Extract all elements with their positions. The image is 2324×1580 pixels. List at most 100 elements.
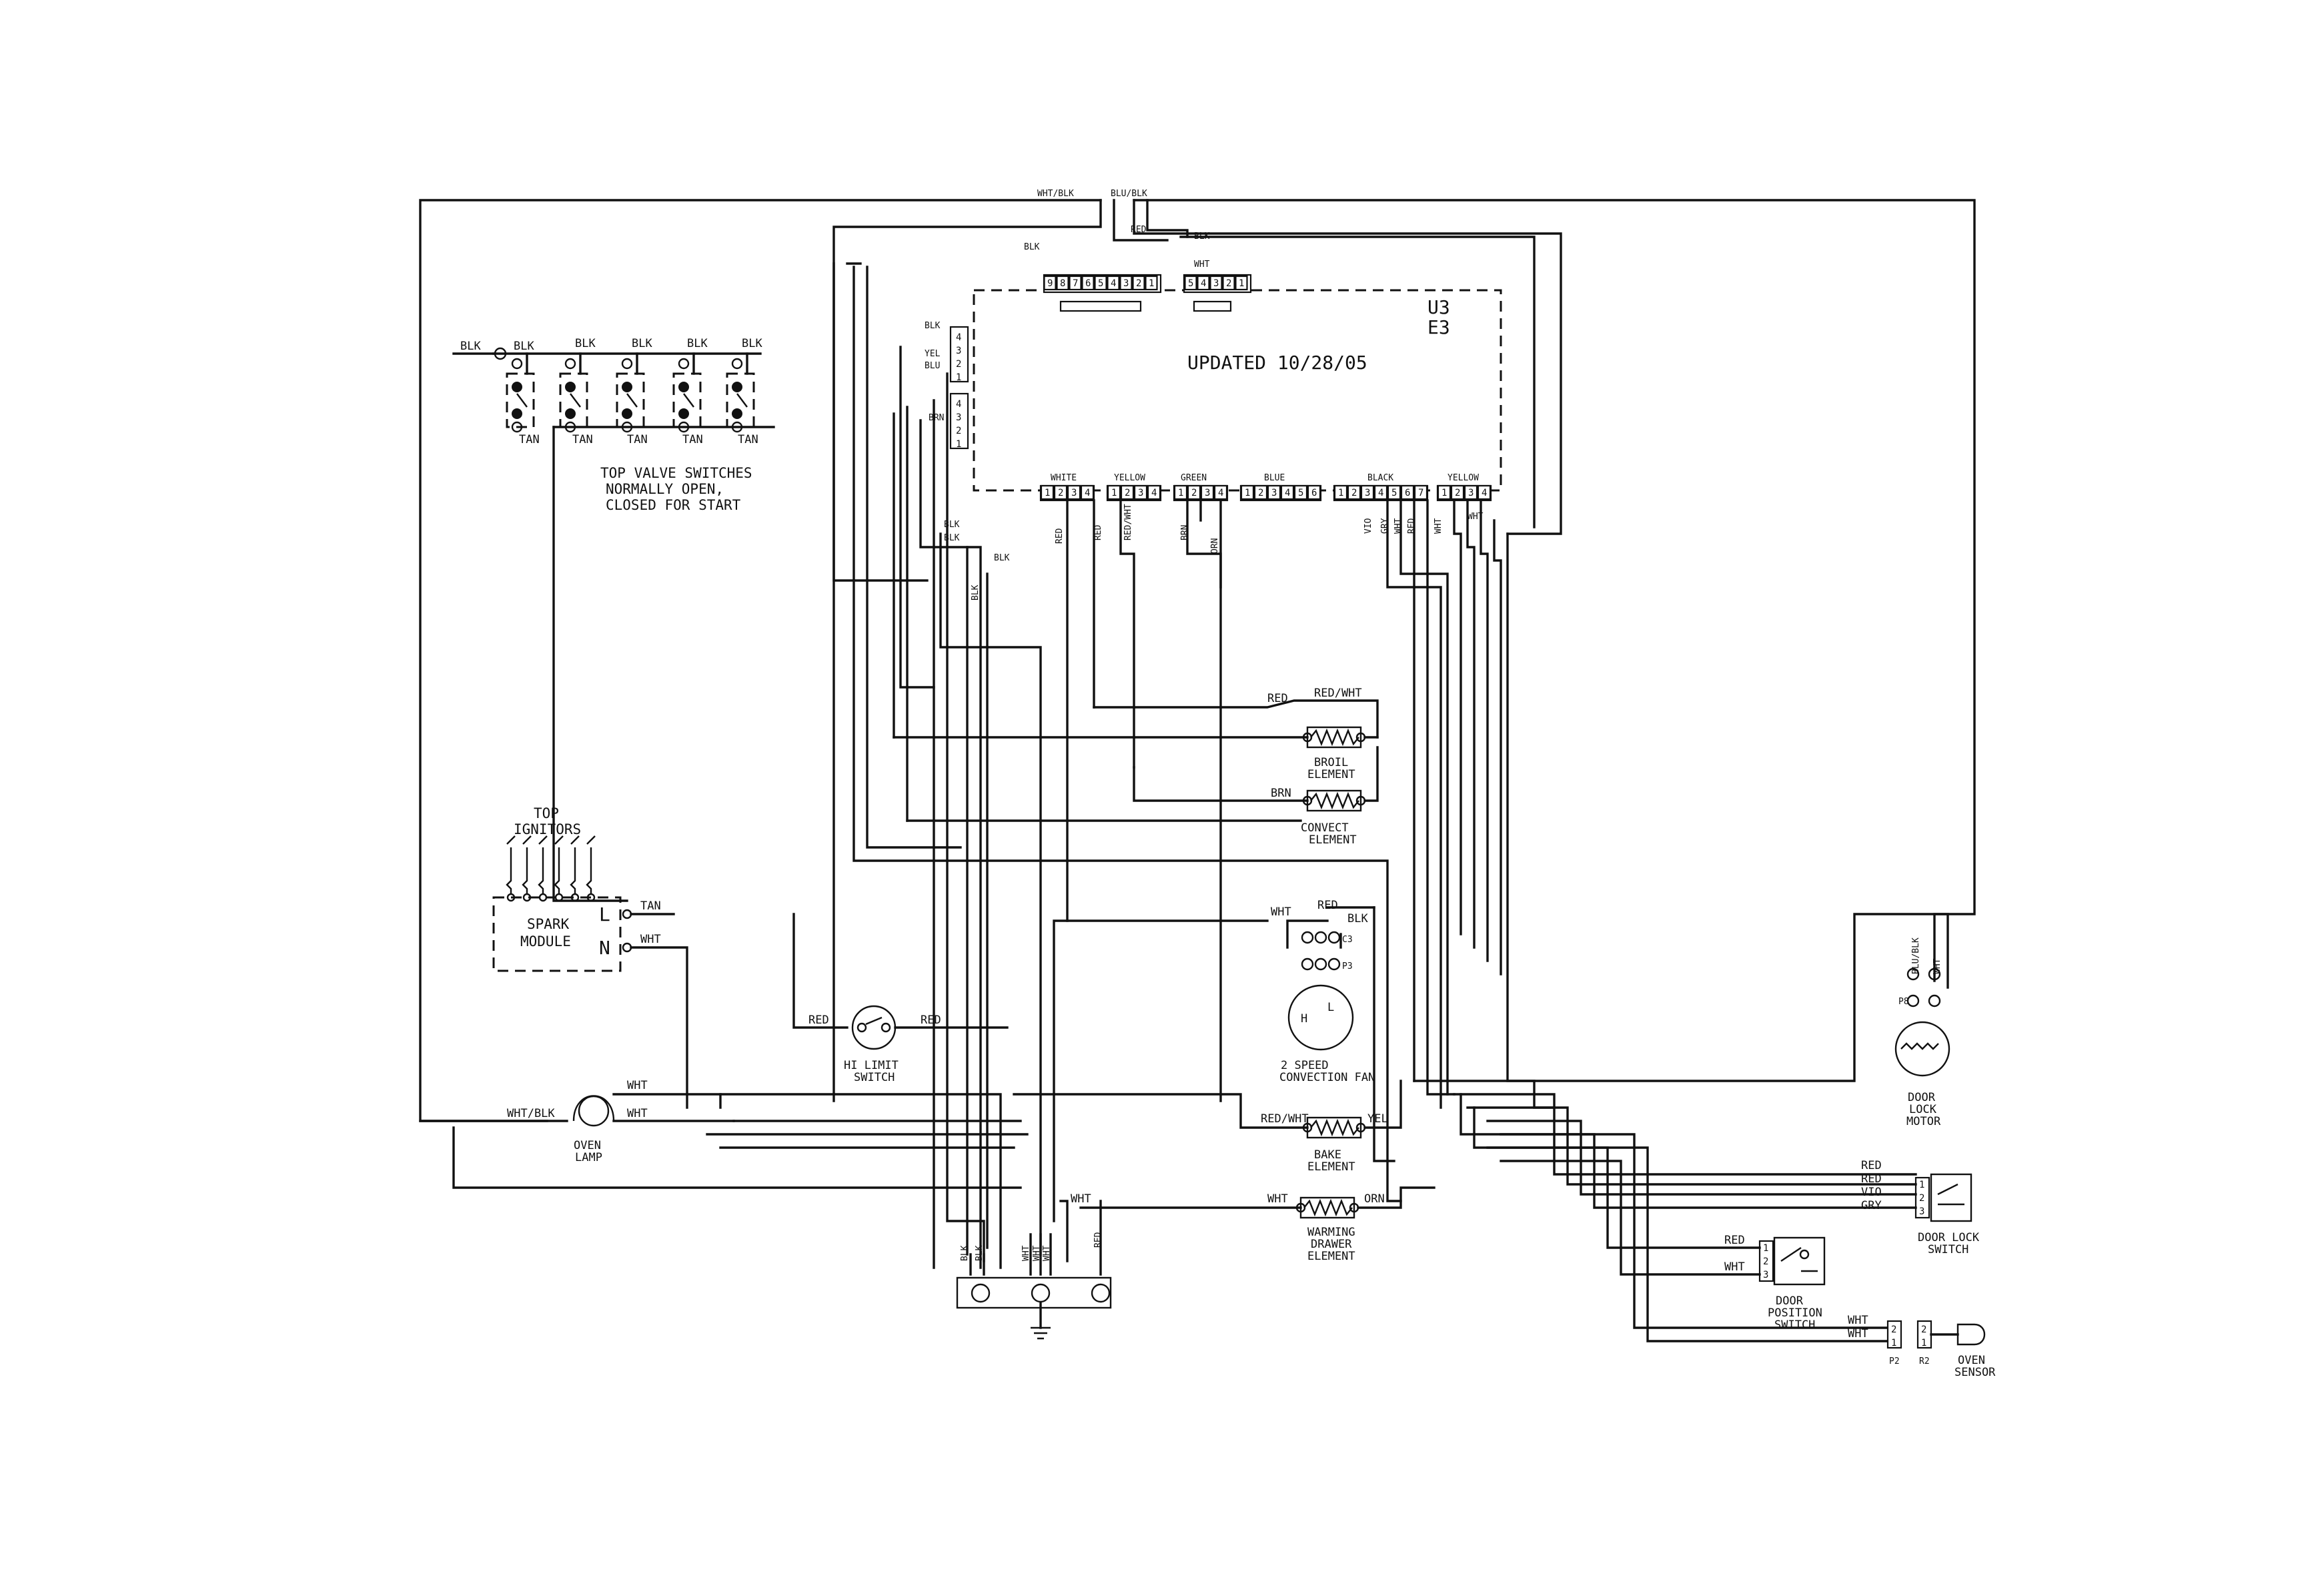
connector-black-name: BLACK — [1367, 473, 1393, 483]
top-right-pin: 4 — [1201, 278, 1206, 289]
hi-limit-red-l: RED — [808, 1014, 829, 1027]
valve-caption-2: NORMALLY OPEN, — [606, 481, 724, 497]
top-left-pin-box — [1081, 275, 1095, 291]
board-model-u3: U3 — [1427, 296, 1450, 318]
tb-wht-3: WHT — [1042, 1245, 1052, 1261]
lamp-wht-blk: WHT/BLK — [507, 1107, 555, 1120]
black-pin-box — [1360, 484, 1375, 500]
green-pin: 4 — [1218, 488, 1223, 498]
top-right-pin-box — [1184, 275, 1197, 291]
sensor-label-2: SENSOR — [1954, 1366, 1996, 1379]
position-red-label: RED — [1724, 1234, 1745, 1247]
valve-blk-label-5: BLK — [687, 337, 708, 350]
black-wht-v: WHT — [1393, 518, 1403, 534]
position-switch-pin: 3 — [1763, 1270, 1768, 1280]
connector-white-name: WHITE — [1051, 473, 1077, 483]
yellow-pin: 3 — [1138, 488, 1143, 498]
ignitor-icon — [554, 835, 564, 902]
connector-blue-name: BLUE — [1264, 473, 1285, 483]
blue-pin-box — [1307, 484, 1321, 500]
convect-brn-label: BRN — [1271, 787, 1291, 800]
tb-red: RED — [1093, 1232, 1103, 1248]
green-orn-v: ORN — [1210, 538, 1220, 554]
position-label-3: SWITCH — [1774, 1318, 1815, 1332]
yellow2-pin: 1 — [1441, 488, 1447, 498]
black-pin: 3 — [1365, 488, 1370, 498]
hi-limit-red-r: RED — [921, 1014, 941, 1027]
lock-vio-label: VIO — [1861, 1186, 1882, 1199]
side-label-blk: BLK — [925, 321, 941, 331]
side-b-pin: 4 — [956, 399, 961, 410]
top-left-pin: 9 — [1047, 278, 1053, 289]
white-pin: 2 — [1058, 488, 1063, 498]
connector-yellow-name: YELLOW — [1114, 473, 1145, 483]
black-pin-box — [1333, 484, 1348, 500]
terminal-block: BLK BLK WHT WHT WHT RED — [956, 1200, 1112, 1340]
convect-label-1: CONVECT — [1301, 821, 1349, 835]
tb-wht-2: WHT — [1032, 1245, 1042, 1261]
sensor-pin: 1 — [1891, 1338, 1896, 1348]
lock-gry-label: GRY — [1861, 1199, 1882, 1212]
fan-label-1: 2 SPEED — [1281, 1059, 1329, 1072]
fan-blk-label: BLK — [1347, 912, 1368, 925]
top-left-pin: 6 — [1085, 278, 1091, 289]
green-pin: 2 — [1191, 488, 1197, 498]
sensor-r-pin: 1 — [1921, 1338, 1926, 1348]
broil-redwht-label: RED/WHT — [1314, 687, 1362, 700]
green-pin-box — [1173, 484, 1188, 500]
black-pin: 4 — [1378, 488, 1383, 498]
yellow2-wht-v: WHT — [1433, 518, 1443, 534]
door-lock-motor: P8 DOOR LOCK MOTOR BLU/BLK WHT — [1894, 937, 1950, 1128]
valve-blk-label-6: BLK — [742, 337, 762, 350]
lock-red2-label: RED — [1861, 1172, 1882, 1186]
top-left-pin-box — [1043, 275, 1057, 291]
yellow2-pin: 2 — [1455, 488, 1460, 498]
white-pin: 1 — [1045, 488, 1050, 498]
valve-tan-label-4: TAN — [682, 433, 703, 446]
spark-title-2: MODULE — [520, 933, 571, 949]
valve-tan-label-2: TAN — [572, 433, 593, 446]
top-ignitors: TOP IGNITORS — [506, 805, 596, 902]
connector-green-name: GREEN — [1181, 473, 1207, 483]
blue-pin: 6 — [1311, 488, 1317, 498]
green-pin-box — [1200, 484, 1215, 500]
warm-label-1: WARMING — [1307, 1226, 1355, 1239]
valve-blk-label-3: BLK — [575, 337, 596, 350]
white-pin-box — [1067, 484, 1081, 500]
top-left-pin: 3 — [1123, 278, 1129, 289]
lock-switch-label-2: SWITCH — [1928, 1243, 1968, 1256]
position-label-1: DOOR — [1776, 1294, 1804, 1308]
fan-plug-p3: P3 — [1342, 961, 1353, 971]
lock-motor-plug: P8 — [1898, 997, 1909, 1007]
yellow-red-v: RED — [1093, 524, 1103, 540]
blue-pin-box — [1240, 484, 1255, 500]
green-pin: 3 — [1205, 488, 1210, 498]
lamp-label-1: OVEN — [574, 1139, 601, 1152]
top-left-pin-box — [1145, 275, 1158, 291]
lock-motor-wire-1: BLU/BLK — [1911, 937, 1921, 974]
lock-motor-label-1: DOOR — [1908, 1091, 1936, 1104]
yellow2-pin-box — [1437, 484, 1451, 500]
broil-element: RED RED/WHT BROIL ELEMENT — [893, 687, 1379, 781]
lock-switch-pin: 1 — [1919, 1180, 1924, 1190]
side-b-pin: 3 — [956, 412, 961, 423]
black-pin-box — [1373, 484, 1388, 500]
green-pin-box — [1187, 484, 1201, 500]
side-b-pin: 1 — [956, 439, 961, 450]
lock-motor-label-3: MOTOR — [1906, 1115, 1941, 1128]
top-valve-switches: BLK BLK BLK BLK BLK BLK TAN TAN TAN TAN … — [452, 337, 775, 902]
yellow-pin: 4 — [1151, 488, 1157, 498]
valve-tan-label-5: TAN — [738, 433, 758, 446]
green-brn-v: BRN — [1180, 525, 1190, 540]
position-switch-pin: 1 — [1763, 1243, 1768, 1254]
top-label-whtblk: WHT/BLK — [1037, 189, 1074, 199]
top-left-pin: 8 — [1060, 278, 1065, 289]
top-right-pin-box — [1209, 275, 1223, 291]
yellow-pin-box — [1147, 484, 1161, 500]
yellow2-pin: 3 — [1468, 488, 1474, 498]
